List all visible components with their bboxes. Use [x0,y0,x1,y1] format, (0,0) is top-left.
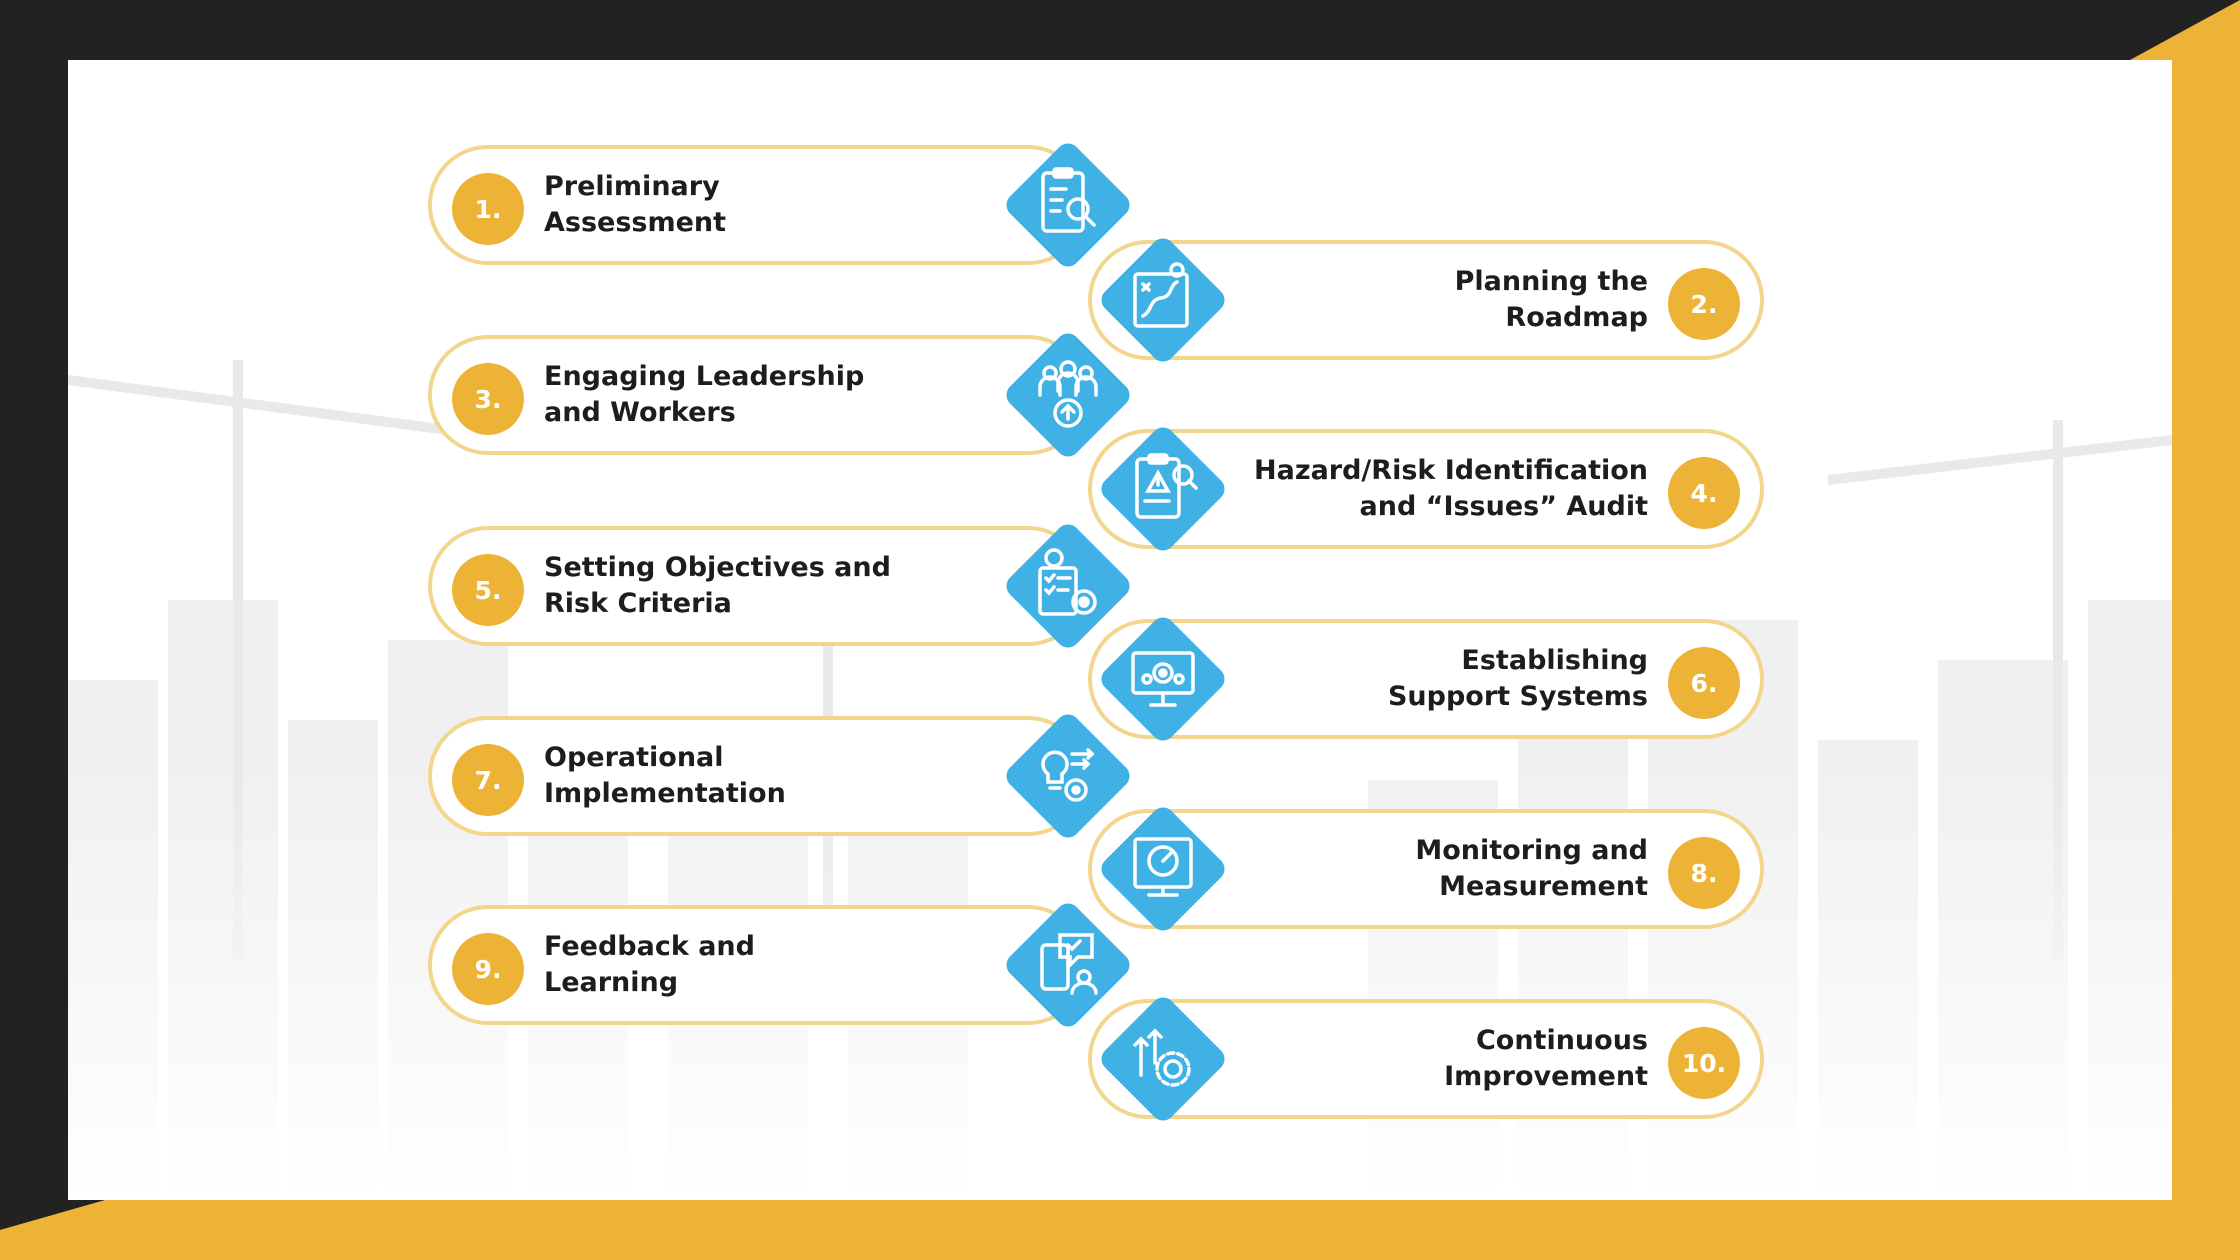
step-label: Engaging Leadership and Workers [544,361,865,428]
step-number-badge: 1. [452,173,524,245]
roadmap-icon [1083,220,1243,380]
step-label: Hazard/Risk Identification and “Issues” … [1254,455,1648,522]
clipboard-search-icon [988,125,1148,285]
checklist-target-icon [988,506,1148,666]
step-9: 9. Feedback and Learning [428,905,1088,1025]
monitor-gear-icon [1083,599,1243,759]
step-number-badge: 4. [1668,457,1740,529]
step-label: Continuous Improvement [1444,1025,1648,1092]
monitor-gauge-icon [1083,789,1243,949]
team-gear-icon [988,315,1148,475]
step-label: Preliminary Assessment [544,171,727,238]
step-number-badge: 10. [1668,1027,1740,1099]
step-number-badge: 3. [452,363,524,435]
step-label: Operational Implementation [544,742,786,809]
step-3: 3. Engaging Leadership and Workers [428,335,1088,455]
step-number-badge: 7. [452,744,524,816]
step-label: Feedback and Learning [544,931,755,998]
improvement-gear-icon [1083,979,1243,1139]
step-7: 7. Operational Implementation [428,716,1088,836]
step-label: Establishing Support Systems [1387,645,1648,712]
step-number-badge: 8. [1668,837,1740,909]
step-number-badge: 6. [1668,647,1740,719]
step-label: Monitoring and Measurement [1415,835,1648,902]
step-number-badge: 9. [452,933,524,1005]
hazard-audit-icon [1083,409,1243,569]
step-number-badge: 5. [452,554,524,626]
step-10: 10. Continuous Improvement [1088,999,1764,1119]
step-label: Planning the Roadmap [1454,266,1648,333]
step-number-badge: 2. [1668,268,1740,340]
feedback-chat-icon [988,885,1148,1045]
lightbulb-gear-icon [988,696,1148,856]
step-label: Setting Objectives and Risk Criteria [544,552,891,619]
step-2: 2. Planning the Roadmap [1088,240,1764,360]
